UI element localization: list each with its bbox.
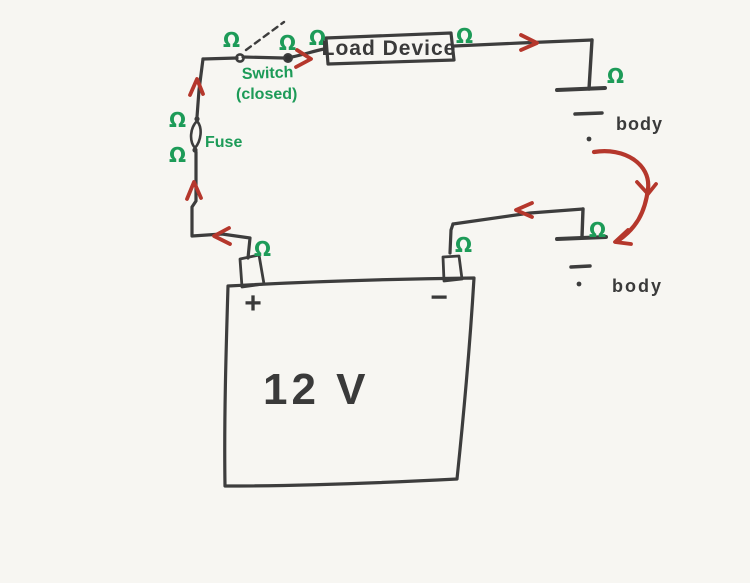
ohm-mark-battery-neg: Ω bbox=[455, 233, 472, 257]
ground-bottom-bar bbox=[555, 235, 608, 241]
ohm-mark-load-right: Ω bbox=[456, 24, 473, 48]
fuse-label: Fuse bbox=[205, 134, 242, 151]
wire-top-left bbox=[201, 56, 239, 61]
ohm-mark-ground-top: Ω bbox=[607, 64, 624, 88]
ohm-mark-switch-right: Ω bbox=[279, 31, 296, 55]
labels: Switch (closed) Fuse Load Device body bo… bbox=[205, 37, 663, 414]
current-arrow-right-switch bbox=[294, 48, 313, 69]
switch-label: Switch bbox=[242, 64, 294, 83]
wire-lower-right-horizontal bbox=[451, 207, 585, 226]
ohm-mark-fuse-top: Ω bbox=[169, 108, 186, 132]
current-arrow-left-return bbox=[514, 201, 534, 219]
body-current-arc-endhead bbox=[613, 228, 633, 246]
current-arrow-up-1 bbox=[188, 77, 205, 97]
ohm-mark-load-left: Ω bbox=[309, 26, 326, 50]
ground-bottom-dot bbox=[576, 281, 582, 287]
switch-state-label: (closed) bbox=[236, 86, 297, 103]
wire-switch-to-load bbox=[290, 47, 326, 59]
current-flow-arrows bbox=[185, 33, 658, 246]
body-ground-bottom-label: body bbox=[612, 276, 663, 296]
ohm-mark-ground-bottom: Ω bbox=[589, 218, 606, 242]
body-current-arc bbox=[591, 149, 651, 243]
wire-right-vertical-bottom bbox=[580, 207, 585, 239]
switch-open-dashed-line bbox=[244, 20, 286, 52]
battery-positive-label: + bbox=[244, 287, 262, 320]
current-arrow-up-2 bbox=[185, 180, 203, 201]
switch-terminal-left bbox=[235, 53, 245, 63]
wire-left-vertical-upper bbox=[195, 57, 205, 119]
ohm-mark-battery-pos: Ω bbox=[254, 237, 271, 261]
load-device-box bbox=[324, 31, 456, 66]
wiring bbox=[189, 20, 608, 488]
current-arrow-right-top bbox=[519, 33, 539, 52]
ground-top-stub bbox=[573, 111, 604, 116]
battery-negative-label: − bbox=[430, 281, 448, 314]
battery-voltage-label: 12 V bbox=[263, 365, 370, 414]
load-device-label: Load Device bbox=[322, 37, 457, 60]
wire-right-vertical-top bbox=[587, 38, 594, 91]
body-current-arc-midhead bbox=[635, 180, 658, 196]
ohm-mark-fuse-bottom: Ω bbox=[169, 143, 186, 167]
battery-negative-post bbox=[441, 254, 464, 283]
ground-top-bar bbox=[555, 86, 607, 92]
fuse-terminal-top bbox=[194, 116, 200, 122]
body-ground-top-label: body bbox=[616, 114, 663, 134]
ohm-mark-switch-left: Ω bbox=[223, 28, 240, 52]
ground-top-dot bbox=[586, 136, 592, 142]
wire-to-battery-positive bbox=[190, 232, 252, 260]
wire-left-vertical-lower bbox=[190, 150, 198, 237]
current-arrow-left-bottom bbox=[212, 226, 232, 246]
ground-bottom-stub bbox=[569, 264, 592, 269]
battery-case bbox=[223, 276, 476, 488]
resistance-marks: Ω Ω Ω Ω Ω Ω Ω Ω Ω Ω bbox=[169, 24, 624, 261]
switch-blade bbox=[241, 55, 285, 60]
wire-load-to-corner bbox=[452, 38, 594, 48]
wire-from-battery-negative bbox=[448, 222, 455, 255]
fuse-body bbox=[189, 119, 202, 150]
